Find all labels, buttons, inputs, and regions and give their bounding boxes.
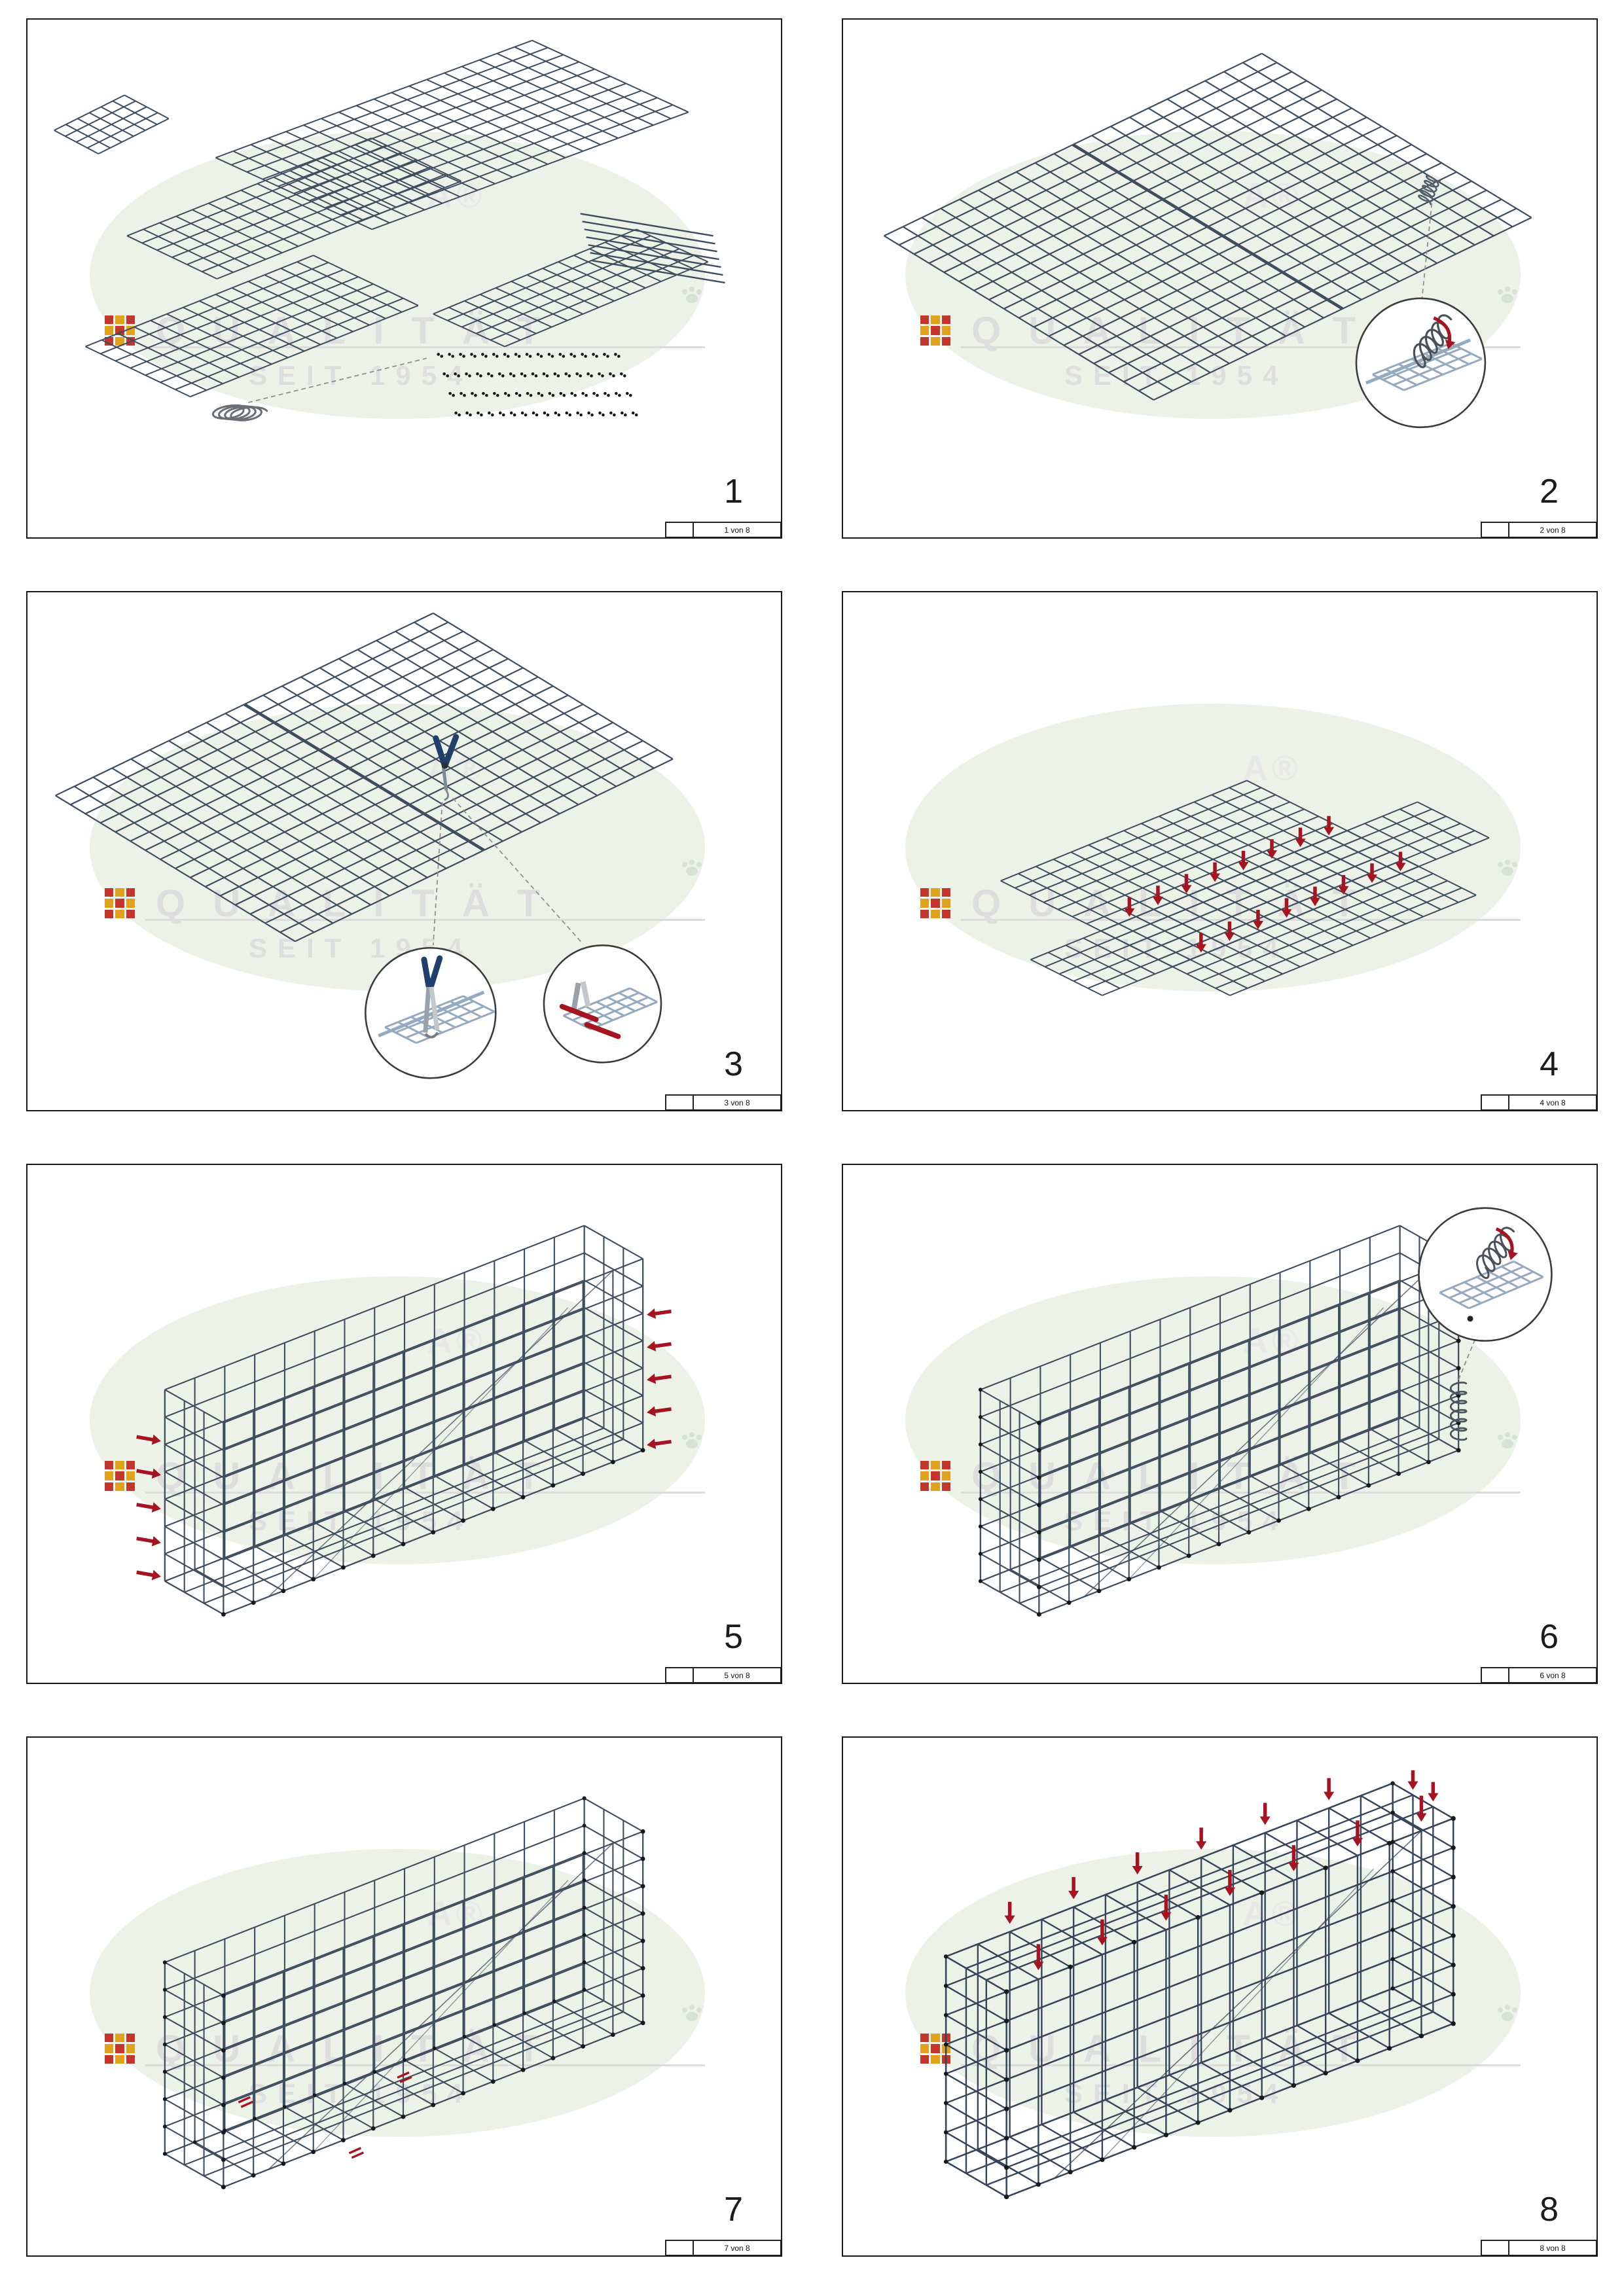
- diagram-step-6: [978, 1207, 1553, 1617]
- diagram-step-8: [943, 1770, 1456, 2200]
- title-block-field: [666, 1096, 694, 1109]
- sheet-count-label: 6 von 8: [1540, 1670, 1566, 1680]
- sheet-count-label: 1 von 8: [724, 525, 750, 535]
- step-number: 1: [724, 473, 743, 511]
- step-number: 4: [1540, 1045, 1559, 1083]
- step-number: 3: [724, 1045, 743, 1083]
- title-block-field: [1482, 1668, 1509, 1682]
- sheet-title-block: 6 von 8: [1481, 1667, 1597, 1683]
- title-block-field: [666, 2241, 694, 2255]
- step-number: 7: [724, 2191, 743, 2229]
- title-block-field: [1482, 2241, 1509, 2255]
- title-block-field: [666, 1668, 694, 1682]
- step-number: 6: [1540, 1618, 1559, 1656]
- sheet-title-block: 8 von 8: [1481, 2240, 1597, 2255]
- title-block-field: [1482, 523, 1509, 537]
- instruction-panel-1: A® QUALITÄT SEIT 1954 1 1 von 8: [26, 18, 782, 539]
- sheet-count-label: 2 von 8: [1540, 525, 1566, 535]
- sheet-title-block: 5 von 8: [665, 1667, 781, 1683]
- instruction-panel-3: A® QUALITÄT SEIT 1954 3 3 von 8: [26, 591, 782, 1111]
- instruction-panel-6: A® QUALITÄT SEIT 1954 6 6 von 8: [842, 1164, 1598, 1684]
- instruction-panel-5: A® QUALITÄT SEIT 1954 5 5 von 8: [26, 1164, 782, 1684]
- diagram-step-1: [54, 39, 725, 422]
- diagram-step-2: [884, 52, 1532, 429]
- sheet-title-block: 7 von 8: [665, 2240, 781, 2255]
- diagram-step-5: [136, 1225, 672, 1617]
- title-block-field: [666, 523, 694, 537]
- sheet-title-block: 2 von 8: [1481, 522, 1597, 537]
- step-number: 8: [1540, 2191, 1559, 2229]
- diagram-step-3: [55, 612, 674, 1079]
- title-block-field: [1482, 1096, 1509, 1109]
- sheet-title-block: 3 von 8: [665, 1094, 781, 1110]
- sheet-title-block: 4 von 8: [1481, 1094, 1597, 1110]
- diagram-step-4: [1000, 780, 1490, 996]
- step-number: 5: [724, 1618, 743, 1656]
- diagram-step-7: [162, 1796, 645, 2189]
- instruction-panel-8: A® QUALITÄT SEIT 1954 8 8 von 8: [842, 1736, 1598, 2257]
- sheet-count-label: 8 von 8: [1540, 2243, 1566, 2253]
- instruction-panel-2: A® QUALITÄT SEIT 1954 2 2 von 8: [842, 18, 1598, 539]
- instruction-panel-7: A® QUALITÄT SEIT 1954 7 7 von 8: [26, 1736, 782, 2257]
- step-number: 2: [1540, 473, 1559, 511]
- sheet-count-label: 3 von 8: [724, 1098, 750, 1107]
- sheet-count-label: 5 von 8: [724, 1670, 750, 1680]
- sheet-count-label: 7 von 8: [724, 2243, 750, 2253]
- sheet-count-label: 4 von 8: [1540, 1098, 1566, 1107]
- instruction-panel-4: A® QUALITÄT SEIT 1954 4 4 von 8: [842, 591, 1598, 1111]
- sheet-title-block: 1 von 8: [665, 522, 781, 537]
